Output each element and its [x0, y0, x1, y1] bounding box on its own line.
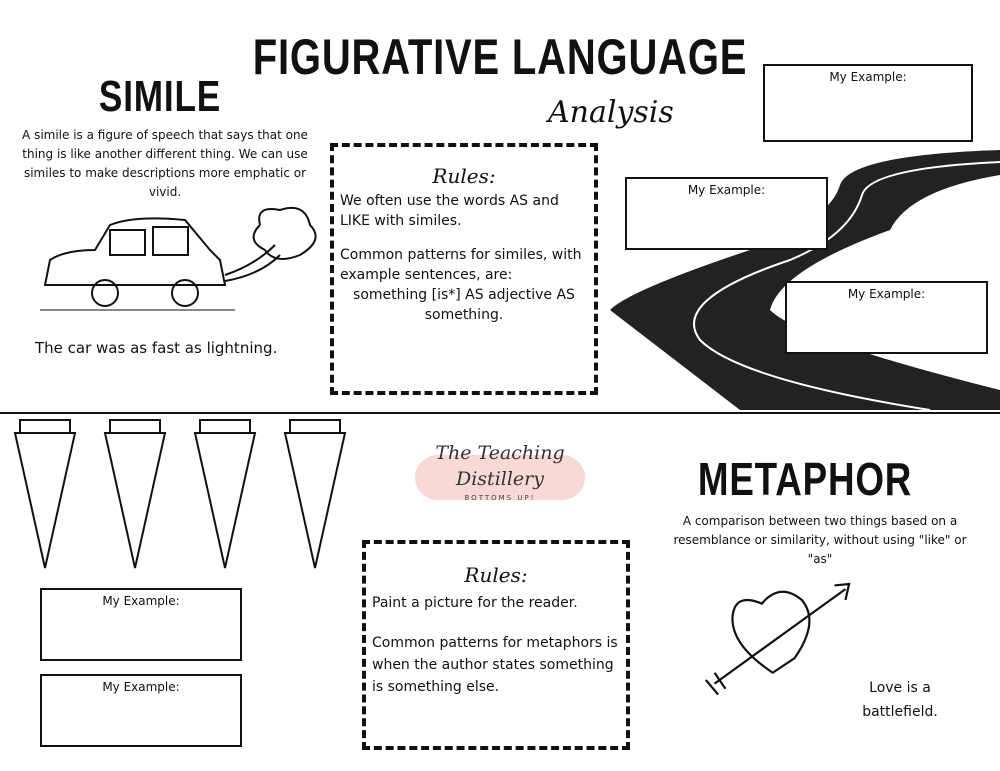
example-label: My Example: [829, 70, 907, 84]
page-title: FIGURATIVE LANGUAGE [252, 29, 748, 85]
example-box[interactable]: My Example: [40, 674, 242, 747]
pennant-banners [13, 419, 347, 569]
logo-tagline: BOTTOMS UP! [464, 494, 536, 502]
simile-definition: A simile is a figure of speech that says… [22, 128, 308, 199]
road-illustration [610, 150, 1000, 410]
page-subtitle: Analysis [548, 95, 674, 130]
example-label: My Example: [847, 287, 926, 301]
logo-text: The Teaching [435, 442, 565, 464]
rules-heading: Rules: [464, 563, 528, 587]
example-box[interactable]: My Example: [40, 588, 242, 661]
rules-text: Paint a picture for the reader. [372, 595, 578, 611]
simile-example: The car was as fast as lightning. [35, 339, 278, 357]
rules-text: something [is*] AS adjective AS somethin… [353, 287, 575, 323]
metaphor-heading: METAPHOR [697, 453, 913, 505]
example-label: My Example: [687, 183, 766, 197]
rules-heading: Rules: [432, 164, 496, 188]
section-divider [0, 412, 1000, 414]
rules-text: Common patterns for metaphors is when th… [372, 635, 618, 695]
metaphor-example: Love is a battlefield. [862, 680, 938, 720]
simile-heading: SIMILE [98, 72, 222, 121]
example-box[interactable]: My Example: [763, 64, 973, 142]
metaphor-rules-box: Rules: Paint a picture for the reader. C… [362, 540, 630, 750]
rules-text: Common patterns for similes, with exampl… [340, 247, 582, 283]
example-box[interactable]: My Example: [785, 281, 988, 354]
heart-arrow-illustration [704, 582, 851, 696]
example-label: My Example: [102, 680, 180, 694]
example-label: My Example: [102, 594, 180, 608]
logo: The Teaching Distillery BOTTOMS UP! [410, 440, 590, 524]
example-box[interactable]: My Example: [625, 177, 828, 250]
logo-text: Distillery [456, 468, 544, 490]
metaphor-definition: A comparison between two things based on… [673, 514, 967, 566]
car-illustration [40, 206, 317, 311]
rules-text: We often use the words AS and LIKE with … [340, 193, 559, 229]
simile-rules-box: Rules: We often use the words AS and LIK… [330, 143, 598, 395]
